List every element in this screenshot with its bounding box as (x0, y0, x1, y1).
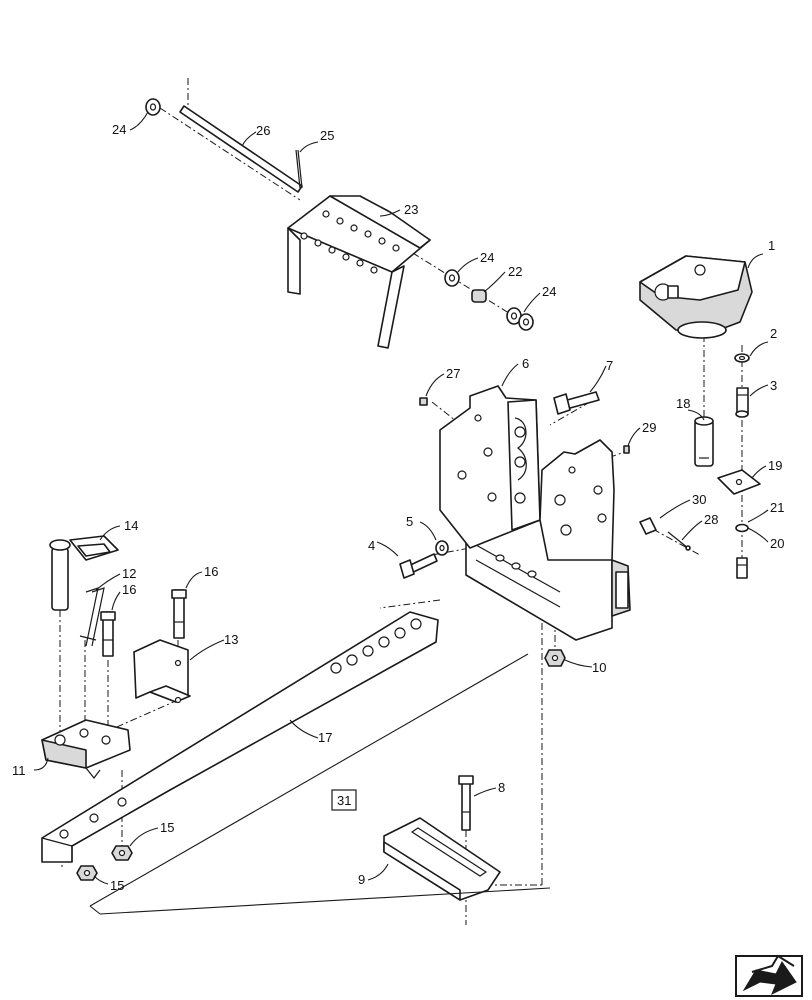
callout-1: 1 (768, 238, 775, 253)
callout-15-right: 15 (160, 820, 174, 835)
part-2-washer (734, 353, 750, 363)
callout-4: 4 (368, 538, 375, 553)
callout-5: 5 (406, 514, 413, 529)
part-23-bracket (287, 195, 431, 349)
part-13-u-bracket (133, 639, 191, 704)
callout-14: 14 (124, 518, 138, 533)
part-6-main-frame (439, 385, 631, 641)
part-15-nut-right (111, 845, 133, 861)
callout-29: 29 (642, 420, 656, 435)
part-16-bolt-left (100, 611, 116, 657)
callout-19: 19 (768, 458, 782, 473)
part-22-spring (471, 289, 487, 303)
callout-leader-lines (33, 111, 769, 885)
part-24-washer-top (145, 98, 161, 116)
callout-18: 18 (676, 396, 690, 411)
callout-15-left: 15 (110, 878, 124, 893)
callout-13: 13 (224, 632, 238, 647)
part-30-bushing (639, 517, 657, 535)
part-25-pin (295, 149, 303, 189)
part-27-pin (419, 397, 428, 406)
part-20-bolt (736, 557, 748, 579)
part-7-bolt (553, 391, 600, 415)
callout-2: 2 (770, 326, 777, 341)
part-1-top-bracket (639, 255, 753, 339)
callout-16-left: 16 (122, 582, 136, 597)
callout-22: 22 (508, 264, 522, 279)
bracket-23-holes (300, 210, 400, 274)
callout-labels: 1 2 3 4 5 6 7 8 9 10 11 12 13 14 15 15 1… (12, 122, 784, 893)
part-18-pin (694, 416, 714, 467)
callout-16-right: 16 (204, 564, 218, 579)
part-10-nut (544, 649, 566, 667)
part-21-washer (735, 523, 749, 533)
callout-25: 25 (320, 128, 334, 143)
callout-11: 11 (12, 763, 26, 778)
callout-10: 10 (592, 660, 606, 675)
callout-30: 30 (692, 492, 706, 507)
part-26-rod (179, 105, 303, 193)
part-9-slotted-plate (383, 817, 501, 901)
callout-6: 6 (522, 356, 529, 371)
callout-23: 23 (404, 202, 418, 217)
callout-24-low: 24 (542, 284, 556, 299)
callout-28: 28 (704, 512, 718, 527)
callout-7: 7 (606, 358, 613, 373)
callout-24-mid: 24 (480, 250, 494, 265)
callout-21: 21 (770, 500, 784, 515)
part-19-plate (717, 469, 761, 495)
callout-26: 26 (256, 123, 270, 138)
callout-20: 20 (770, 536, 784, 551)
part-15-nut-left (76, 865, 98, 881)
callout-8: 8 (498, 780, 505, 795)
part-5-washer (435, 540, 449, 556)
part-28-pin (667, 531, 691, 551)
callout-12: 12 (122, 566, 136, 581)
part-29-pin (623, 445, 630, 454)
part-14-latch-pin (49, 535, 119, 611)
callout-24-top: 24 (112, 122, 126, 137)
callout-17: 17 (318, 730, 332, 745)
callout-3: 3 (770, 378, 777, 393)
callout-31: 31 (337, 793, 351, 808)
assembly-centerlines (59, 78, 743, 925)
callout-31-box: 31 (331, 789, 357, 811)
part-16-bolt-right (171, 589, 187, 639)
callout-27: 27 (446, 366, 460, 381)
callout-9: 9 (358, 872, 365, 887)
part-24-washer-mid (444, 269, 460, 287)
part-17-drawbar (41, 611, 439, 863)
part-11-hitch-body (41, 719, 131, 779)
page-turn-arrow-icon[interactable] (735, 954, 803, 997)
part-8-bolt (458, 775, 474, 831)
assembly-31-bracket-lines (89, 653, 551, 915)
part-3-bolt (735, 387, 749, 418)
part-24-washer-low (506, 307, 534, 331)
part-4-bolt (399, 553, 438, 579)
